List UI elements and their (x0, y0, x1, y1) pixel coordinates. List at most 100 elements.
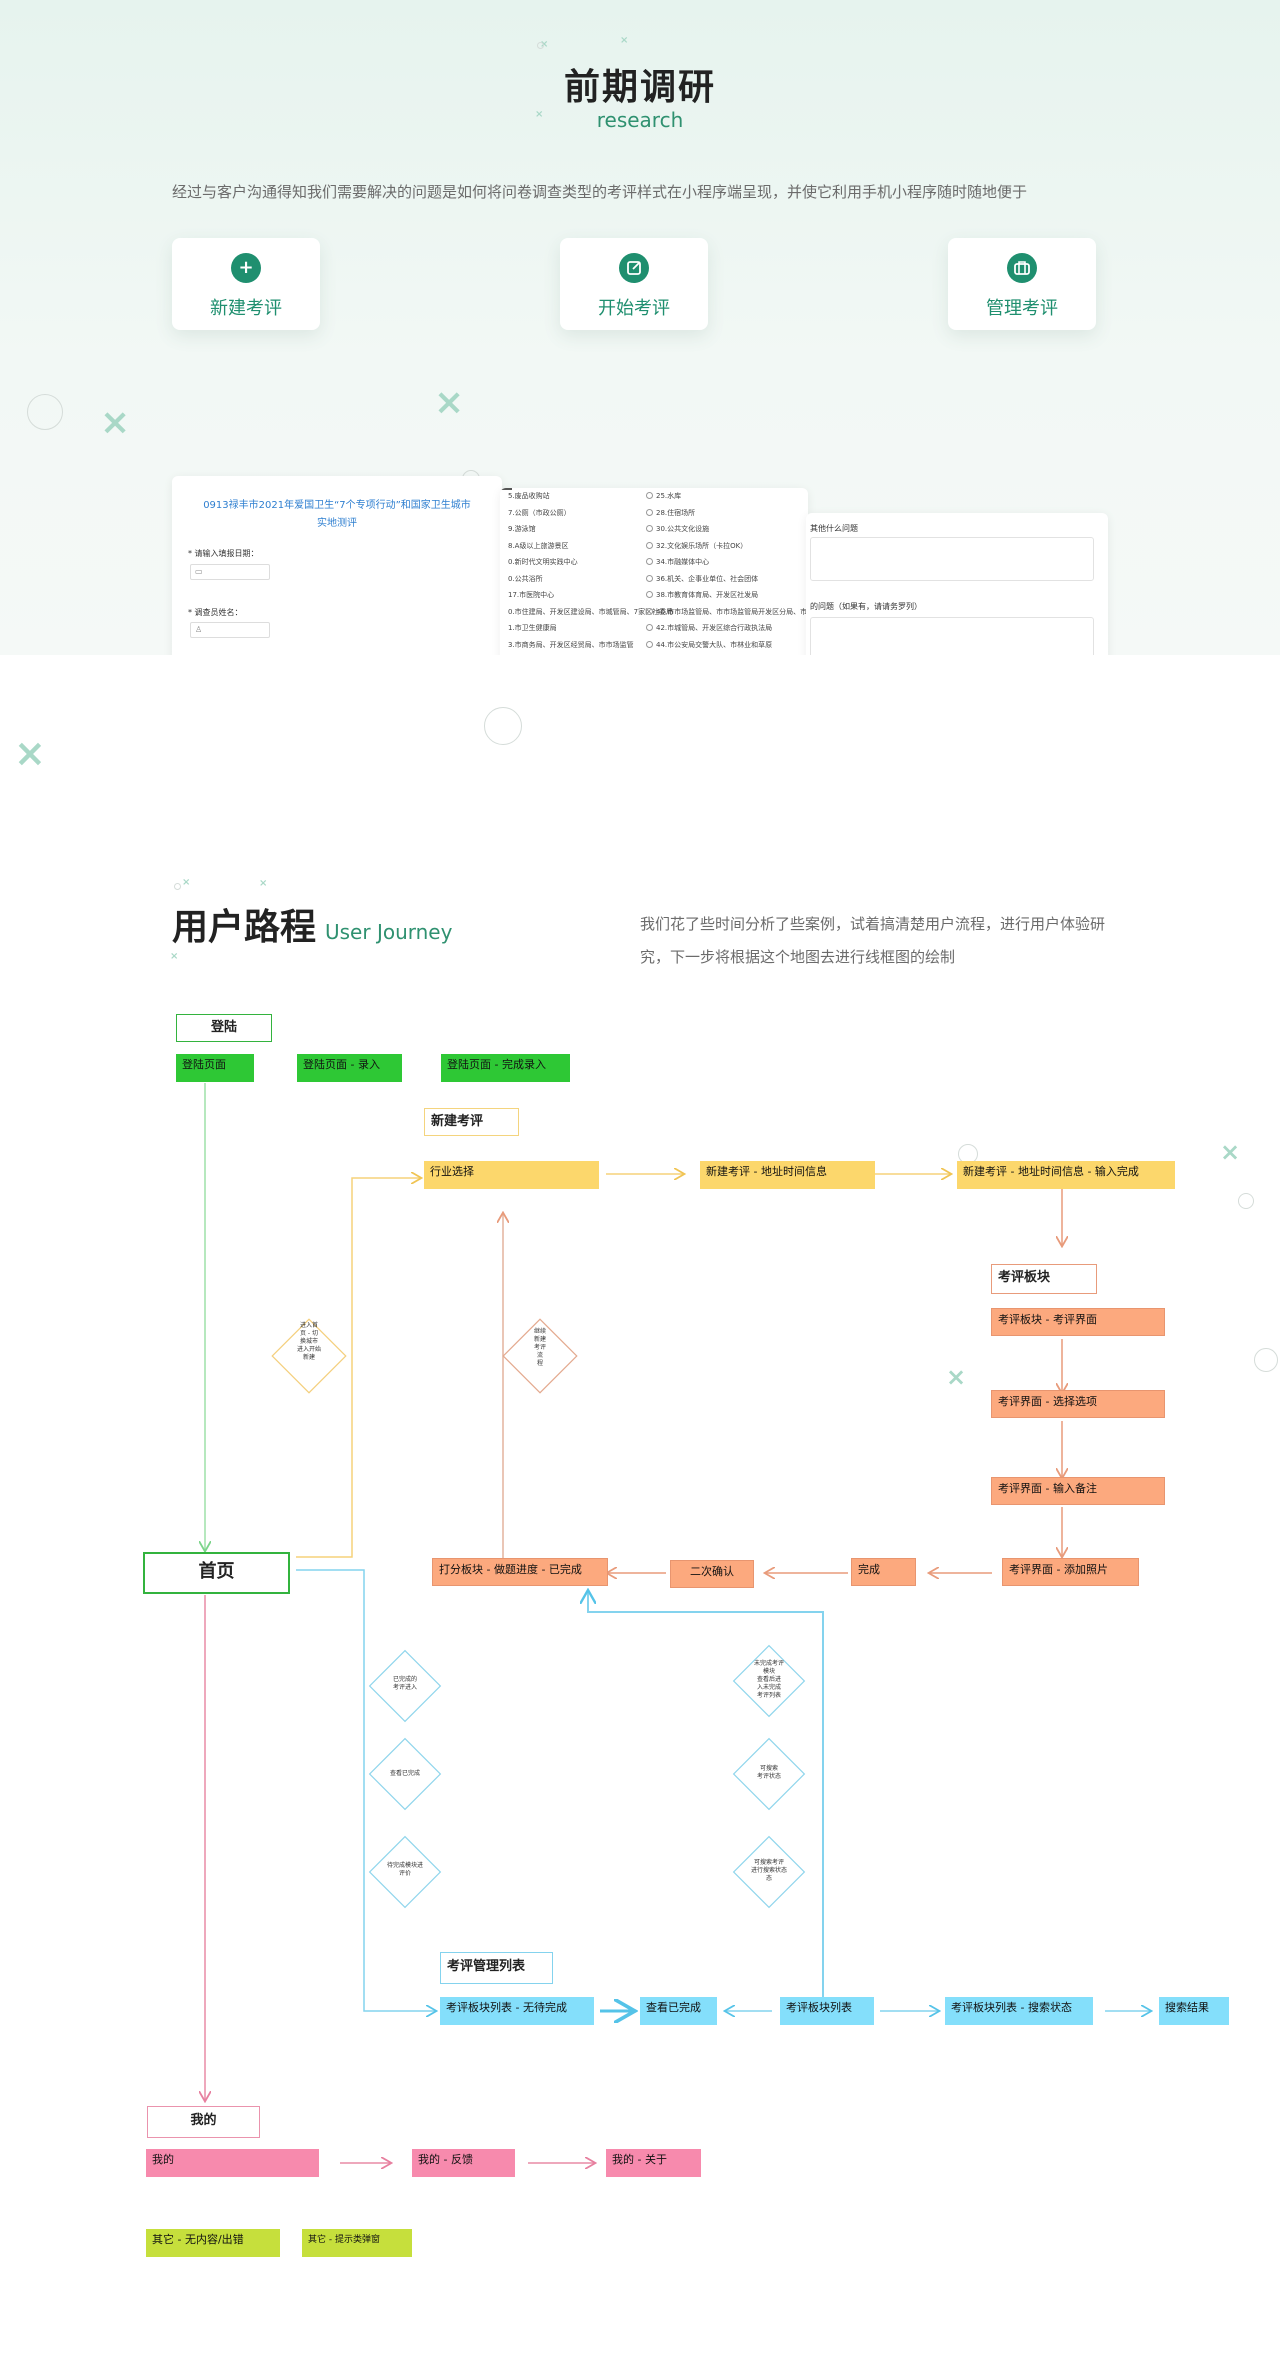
decor-x-icon: × (259, 878, 268, 889)
decision-diamond (368, 1835, 442, 1909)
form-option[interactable]: 0.新时代文明实践中心 (508, 557, 578, 567)
box-ui-select: 考评界面 - 选择选项 (991, 1390, 1165, 1418)
box-login-done: 登陆页面 - 完成录入 (441, 1054, 570, 1082)
form-option[interactable]: 17.市医院中心 (508, 590, 554, 600)
form-option-label: 44.市公安局交警大队、市林业和草原 (656, 640, 773, 649)
plus-icon: + (231, 253, 261, 283)
form-option-label: 38.市教育体育局、开发区社发局 (656, 591, 759, 599)
form-option-label: 8.A级以上旅游景区 (508, 541, 569, 550)
box-list-pending: 考评板块列表 - 无待完成 (440, 1997, 594, 2025)
journey-description: 我们花了些时间分析了些案例，试着搞清楚用户流程，进行用户体验研究，下一步将根据这… (640, 915, 1106, 966)
diamond-label: 未完成考评模块查看后进入未完成考评列表 (739, 1660, 799, 1700)
diamond-label-line: 新建 (302, 1354, 315, 1362)
form-option-label: 40.市市场监管局、市市场监管局开发区分局、市烟草专卖局 (656, 607, 808, 616)
form-option-label: 17.市医院中心 (508, 591, 555, 599)
form-date-label: * 请输入填报日期： (188, 549, 259, 558)
form-option[interactable]: 38.市教育体育局、开发区社发局 (646, 590, 758, 600)
radio-icon (646, 591, 653, 598)
diamond-label-line: 新建 (533, 1336, 546, 1344)
form-option-label: 36.机关、企事业单位、社会团体 (656, 574, 759, 583)
diamond-label-line: 可搜索 (759, 1765, 778, 1772)
form-option[interactable]: 34.市融媒体中心 (646, 557, 709, 567)
form-option[interactable]: 28.住宿场所 (646, 508, 695, 518)
box-ui-photo: 考评界面 - 添加照片 (1002, 1558, 1139, 1586)
form-option[interactable]: 3.市商务局、开发区经贸局、市市场监管 (508, 640, 634, 650)
box-new-addr-done: 新建考评 - 地址时间信息 - 输入完成 (957, 1161, 1175, 1189)
form-option-label: 42.市城管局、开发区综合行政执法局 (656, 624, 773, 632)
form-option[interactable]: 32.文化娱乐场所（卡拉OK） (646, 541, 747, 551)
decor-x-icon: × (946, 1363, 967, 1391)
form-option[interactable]: 42.市城管局、开发区综合行政执法局 (646, 623, 772, 633)
box-block-list: 考评板块列表 (780, 1997, 874, 2025)
box-block-ui: 考评板块 - 考评界面 (991, 1308, 1165, 1336)
diamond-label: 待完成模块进评价 (375, 1862, 435, 1878)
form-option[interactable]: 0.公共浴所 (508, 574, 543, 584)
box-mine-feedback: 我的 - 反馈 (412, 2149, 515, 2177)
diamond-label-line: 继续 (533, 1328, 546, 1335)
decor-circle-icon (174, 883, 181, 890)
feature-label: 新建考评 (210, 298, 282, 319)
decision-diamond (368, 1737, 442, 1811)
box-other-tip: 其它 - 提示类弹窗 (302, 2229, 412, 2257)
diamond-label-line: 考评状态 (756, 1773, 781, 1781)
box-confirm: 二次确认 (670, 1560, 754, 1588)
diamond-label-line: 查看已完成 (389, 1770, 420, 1777)
feature-card-start[interactable]: 开始考评 (560, 238, 708, 330)
journey-subtitle: User Journey (325, 920, 453, 944)
radio-icon (646, 508, 653, 516)
diamond-label-line: 未完成考评 (753, 1660, 784, 1667)
form-option[interactable]: 1.市卫生健康局 (508, 623, 557, 633)
box-mine: 我的 (146, 2149, 319, 2177)
form-option[interactable]: 44.市公安局交警大队、市林业和草原 (646, 640, 772, 650)
form-title-line2: 实地测评 (317, 518, 357, 529)
form-option[interactable]: 5.废品收购站 (508, 491, 550, 501)
form-option[interactable]: 9.游泳馆 (508, 524, 536, 534)
radio-icon (646, 624, 653, 631)
decor-x-icon: × (434, 382, 465, 423)
diamond-label-line: 进入开始 (296, 1346, 321, 1354)
research-subtitle: research (596, 108, 684, 132)
right-question-2: 的问题（如果有，请请务罗列） (810, 602, 922, 611)
decor-x-icon: × (170, 951, 179, 962)
box-score-done: 打分板块 - 做题进度 - 已完成 (432, 1558, 608, 1586)
form-option-label: 30.公共文化设施 (656, 525, 710, 533)
section-header-new: 新建考评 (424, 1108, 519, 1136)
diamond-label-line: 程 (536, 1360, 543, 1368)
section-header-home[interactable]: 首页 (143, 1552, 290, 1594)
form-preview-middle: 5.废品收购站 7.公厕（市政公厕） 9.游泳馆 8.A级以上旅游景区 0.新时代文明实… (500, 488, 808, 655)
diamond-label: 进入首页 - 切换城市进入开始新建 (289, 1322, 329, 1362)
section-header-manage: 考评管理列表 (440, 1952, 553, 1984)
form-option[interactable]: 8.A级以上旅游景区 (508, 541, 568, 551)
journey-title: 用户路程 (172, 907, 317, 948)
form-option-label: 9.游泳馆 (508, 525, 536, 533)
name-input[interactable]: ♙ (190, 622, 270, 638)
form-preview-left: 0913禄丰市2021年爱国卫生“7个专项行动”和国家卫生城市 实地测评 * 请… (172, 476, 502, 655)
form-option[interactable]: 7.公厕（市政公厕） (508, 508, 571, 518)
textarea[interactable] (810, 537, 1094, 581)
decor-circle-icon (1254, 1348, 1278, 1372)
form-name-label: * 调查员姓名： (188, 608, 243, 617)
decor-x-icon: × (620, 35, 629, 46)
radio-icon (646, 525, 653, 532)
diamond-label: 继续新建考评流程 (520, 1328, 560, 1368)
form-option[interactable]: 30.公共文化设施 (646, 524, 709, 534)
form-option-label: 34.市融媒体中心 (656, 558, 710, 566)
form-option[interactable]: 0.市住建局、开发区建设局、市城管局、7家区社委局 (508, 607, 673, 617)
form-title-line1: 0913禄丰市2021年爱国卫生“7个专项行动”和国家卫生城市 (203, 500, 471, 511)
form-option[interactable]: 40.市市场监管局、市市场监管局开发区分局、市烟草专卖局 (646, 607, 808, 617)
form-option-label: 32.文化娱乐场所（卡拉OK） (656, 541, 748, 550)
form-option[interactable]: 25.水库 (646, 491, 681, 501)
feature-card-manage[interactable]: 管理考评 (948, 238, 1096, 330)
textarea[interactable] (810, 617, 1094, 655)
feature-card-new[interactable]: + 新建考评 (172, 238, 320, 330)
radio-icon (646, 541, 653, 549)
diamond-label-line: 已完成的 (392, 1676, 417, 1683)
date-input[interactable]: ▭ (190, 564, 270, 580)
right-question-1: 其他什么问题 (810, 524, 858, 533)
decision-diamond (271, 1318, 347, 1394)
diamond-label-line: 待完成模块进 (386, 1862, 423, 1869)
form-option[interactable]: 36.机关、企事业单位、社会团体 (646, 574, 758, 584)
box-login-page: 登陆页面 (176, 1054, 254, 1082)
form-option-label: 1.市卫生健康局 (508, 624, 557, 632)
diamond-label: 可搜索考评进行搜索状态态 (739, 1859, 799, 1883)
